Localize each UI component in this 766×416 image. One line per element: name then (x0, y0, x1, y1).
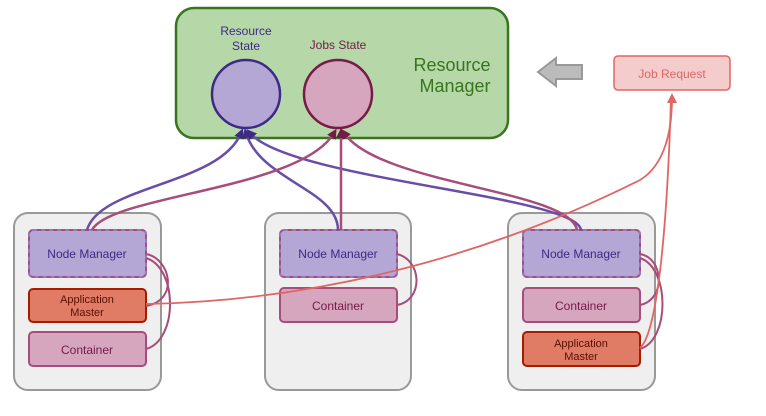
node-1-application-master[interactable]: Application Master (28, 288, 147, 323)
node-3-nm-am-link (639, 257, 664, 350)
node-3-am-label-line2: Master (564, 351, 598, 363)
nm1-to-jobs-state (90, 128, 337, 231)
am1-to-job-request (145, 93, 677, 305)
resource-state-label-line1: Resource (220, 24, 272, 38)
node-2-container-label: Container (312, 299, 364, 313)
nm1-to-resource-state (85, 128, 244, 231)
node-1-node-manager[interactable]: Node Manager (28, 229, 147, 278)
node-3-node-manager[interactable]: Node Manager (522, 229, 641, 278)
resource-state-circle (210, 58, 282, 130)
node-1-container-label: Container (61, 343, 113, 357)
node-3-container-label: Container (555, 299, 607, 313)
node-2-node-manager-label: Node Manager (298, 247, 377, 261)
nm3-to-resource-state (246, 129, 583, 231)
node-2-node-manager[interactable]: Node Manager (279, 229, 398, 278)
node-3-node-manager-label: Node Manager (541, 247, 620, 261)
nm2-to-resource-state (242, 128, 340, 231)
resource-manager-title-line2: Manager (419, 76, 490, 96)
node-3-container[interactable]: Container (522, 287, 641, 323)
node-1-nm-am-link (145, 253, 169, 307)
node-1-am-label-line2: Master (70, 307, 104, 319)
resource-manager-title-line1: Resource (413, 55, 490, 75)
node-1-container[interactable]: Container (28, 331, 147, 367)
node-2-nm-container-link (396, 253, 418, 306)
jobs-state-circle (302, 58, 374, 130)
am3-to-job-request (639, 97, 672, 349)
node-1-am-label-line1: Application (60, 294, 114, 306)
node-3-application-master[interactable]: Application Master (522, 331, 641, 367)
node-2-container[interactable]: Container (279, 287, 398, 323)
job-request-label: Job Request (638, 67, 706, 81)
request-to-rm-arrow-icon (536, 55, 583, 89)
job-request-box[interactable]: Job Request (613, 55, 731, 91)
jobs-state-label: Jobs State (310, 38, 367, 52)
node-3-am-label-line1: Application (554, 338, 608, 350)
resource-state-label-line2: State (232, 39, 260, 53)
node-1-node-manager-label: Node Manager (47, 247, 126, 261)
resource-manager: Resource Manager Resource State Jobs Sta… (174, 6, 510, 140)
nm3-to-jobs-state (341, 128, 579, 231)
